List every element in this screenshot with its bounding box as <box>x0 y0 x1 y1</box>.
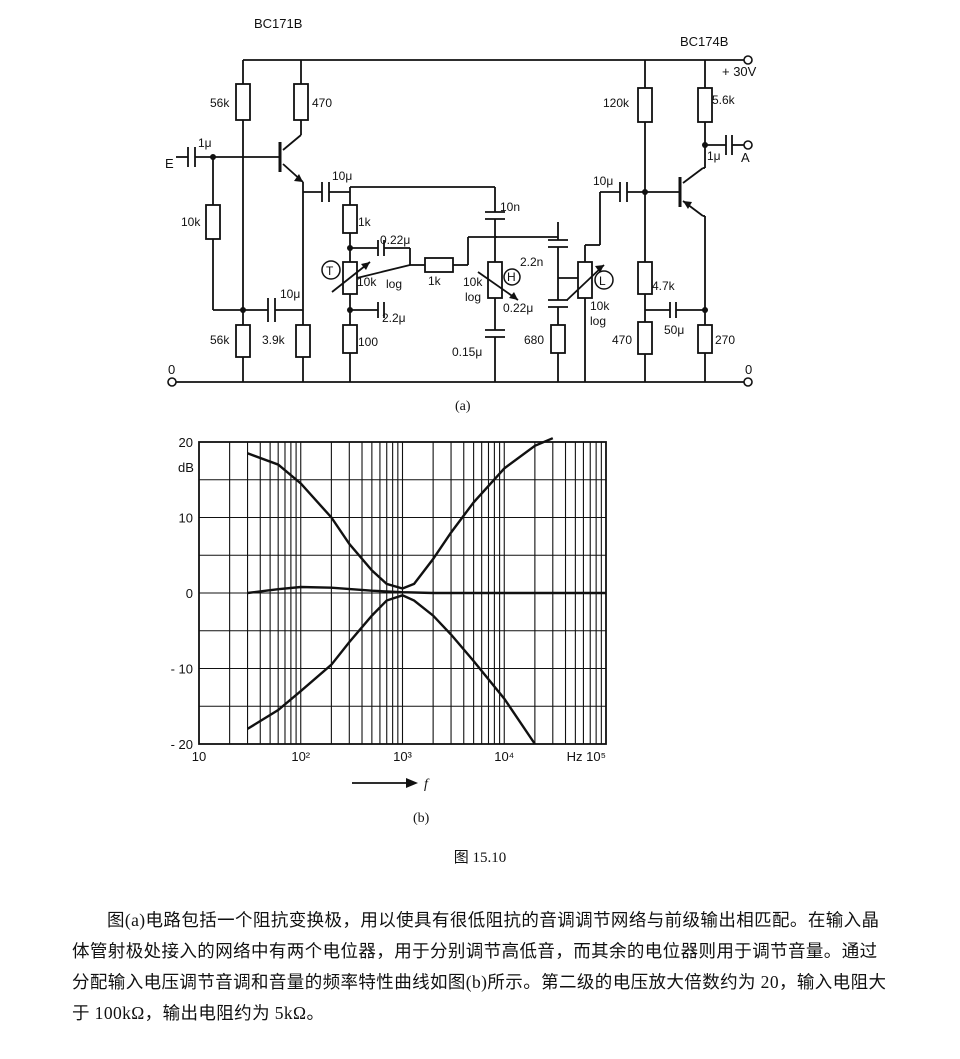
x-tick-label: 10² <box>291 749 310 764</box>
label-ground-left: 0 <box>168 362 175 377</box>
label-r-56k-top: 56k <box>210 96 230 110</box>
response-curve <box>247 585 606 595</box>
label-c-015u: 0.15μ <box>452 345 482 359</box>
x-tick-label: 10⁴ <box>494 749 514 764</box>
label-r-4k7: 4.7k <box>652 279 676 293</box>
label-pot-T-tag: T <box>326 264 334 278</box>
label-r-470-col: 470 <box>312 96 332 110</box>
body-paragraph: 图(a)电路包括一个阻抗变换极，用以使具有很低阻抗的音调调节网络与前级输出相匹配… <box>72 910 887 1023</box>
label-r-680: 680 <box>524 333 544 347</box>
chart-curves <box>246 437 606 745</box>
label-c-1u-out: 1μ <box>707 149 721 163</box>
label-c-10u-bias: 10μ <box>280 287 300 301</box>
x-tick-label: 10 <box>192 749 206 764</box>
label-r-1k-series: 1k <box>428 274 442 288</box>
x-tick-label: 10³ <box>393 749 412 764</box>
label-pot-H-tag: H <box>507 270 516 284</box>
label-c-10u-in2: 10μ <box>593 174 613 188</box>
response-curve <box>247 437 554 590</box>
x-tick-label: Hz 10⁵ <box>567 749 606 764</box>
label-r-100: 100 <box>358 335 378 349</box>
label-input: E <box>165 156 174 171</box>
label-output: A <box>741 150 750 165</box>
y-tick-label: 20 <box>179 435 193 450</box>
label-c-022-a: 0.22μ <box>380 233 410 247</box>
label-r-5k6: 5.6k <box>712 93 736 107</box>
label-c-022-b: 0.22μ <box>503 301 533 315</box>
frequency-arrow-label: f <box>424 777 430 792</box>
y-tick-label: 10 <box>179 511 193 526</box>
label-r-1k: 1k <box>358 215 372 229</box>
y-tick-label: - 20 <box>171 737 193 752</box>
label-transistor2: BC174B <box>680 34 728 49</box>
label-pot-H: 10k <box>463 275 483 289</box>
frequency-arrow-head <box>406 778 418 788</box>
label-r-470-b: 470 <box>612 333 632 347</box>
label-pot-T-taper: log <box>386 277 402 291</box>
y-tick-label: 0 <box>186 586 193 601</box>
caption-b: (b) <box>413 811 430 826</box>
label-c-22u: 2.2μ <box>382 311 406 325</box>
label-r-270: 270 <box>715 333 735 347</box>
y-tick-label: - 10 <box>171 662 193 677</box>
label-r-3k9: 3.9k <box>262 333 286 347</box>
response-curve <box>246 594 536 745</box>
label-c-22n: 2.2n <box>520 255 543 269</box>
figure-caption: 图 15.10 <box>453 850 507 866</box>
label-pot-L: 10k <box>590 299 610 313</box>
label-ground-right: 0 <box>745 362 752 377</box>
caption-a: (a) <box>455 399 471 414</box>
y-axis-label: dB <box>178 460 194 475</box>
label-c-50u: 50μ <box>664 323 684 337</box>
label-c-10n: 10n <box>500 200 520 214</box>
circuit-schematic: BC171B BC174B + 30V E A 0 0 1μ 10k 56k 5… <box>165 16 757 414</box>
label-pot-T: 10k <box>357 275 377 289</box>
label-r-56k-bot: 56k <box>210 333 230 347</box>
label-pot-L-tag: L <box>599 274 606 288</box>
label-c-10u-emit: 10μ <box>332 169 352 183</box>
label-supply: + 30V <box>722 64 757 79</box>
label-pot-H-taper: log <box>465 290 481 304</box>
label-transistor1: BC171B <box>254 16 302 31</box>
label-r-10k-bias: 10k <box>181 215 201 229</box>
label-pot-L-taper: log <box>590 314 606 328</box>
label-r-120k: 120k <box>603 96 630 110</box>
label-c-in: 1μ <box>198 136 212 150</box>
